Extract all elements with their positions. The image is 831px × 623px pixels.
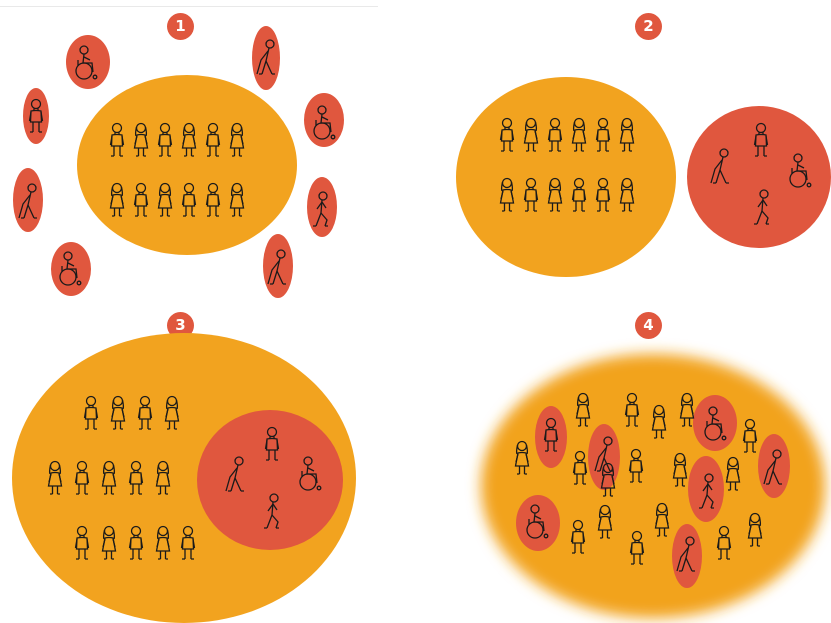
panel-4-inclusion: [481, 354, 825, 618]
majority-group-circle: [77, 75, 297, 255]
panel-3-integration: [12, 333, 356, 623]
panel-1-badge: 1: [167, 13, 194, 40]
top-divider: [0, 6, 378, 7]
panel-4-badge: 4: [635, 312, 662, 339]
majority-group-soft-circle: [481, 354, 825, 618]
majority-group-circle: [12, 333, 356, 623]
panel-2-segregation: [456, 77, 831, 277]
panel-1-exclusion: [13, 26, 344, 298]
minority-circle-inside: [197, 410, 343, 550]
panel-2-badge: 2: [635, 13, 662, 40]
excluded-individuals: [13, 26, 344, 298]
separate-minority-circle: [687, 106, 831, 248]
majority-group-circle: [456, 77, 676, 277]
